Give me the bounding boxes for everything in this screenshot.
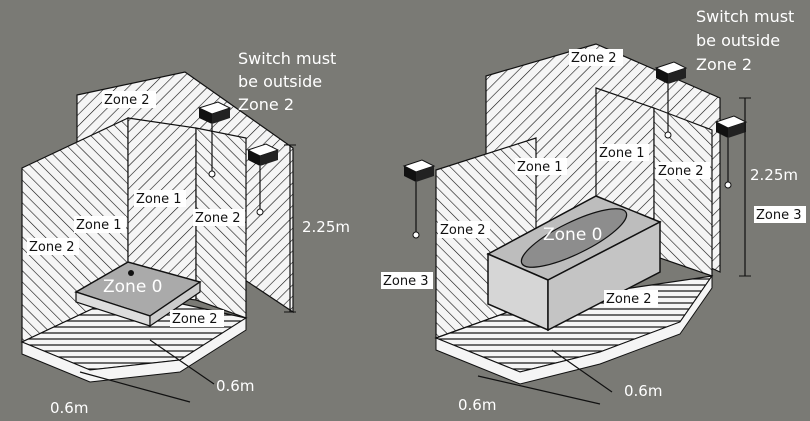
bath-width-left-label: 0.6m — [458, 396, 496, 414]
svg-text:Zone 1: Zone 1 — [517, 160, 563, 175]
svg-text:Zone 2: Zone 2 — [195, 211, 241, 226]
shower-height-label: 2.25m — [302, 218, 350, 236]
bath-switch-note-line2: be outside — [696, 31, 780, 50]
bath-zone-label-right: Zone 2 — [656, 162, 710, 179]
svg-text:Zone 2: Zone 2 — [440, 223, 486, 238]
bath-width-dimension-right — [551, 349, 613, 393]
shower-zone-label-floor: Zone 2 — [170, 310, 224, 327]
bath-height-label: 2.25m — [750, 166, 798, 184]
shower-switch-note-line1: Switch must — [238, 49, 336, 68]
bath-width-dimension-left — [477, 375, 601, 405]
shower-zone-label-top: Zone 2 — [102, 91, 156, 108]
bath-zone0-label: Zone 0 — [543, 225, 603, 245]
bath-zone-label-outer-left: Zone 3 — [381, 272, 433, 289]
bath-zone-label-zone1-left: Zone 1 — [515, 158, 567, 175]
shower-zone0-label: Zone 0 — [103, 277, 163, 297]
bath-diagram: Zone 2 Zone 2 Zone 1 Zone 1 Zone 2 Zone … — [381, 7, 806, 414]
shower-tray-side — [149, 280, 201, 328]
bath-floor-edge — [435, 274, 713, 385]
bath-zone-label-left: Zone 2 — [438, 221, 490, 238]
bath-zone-label-outer-right: Zone 3 — [754, 206, 806, 223]
pull-cord-switch-icon — [246, 143, 280, 216]
svg-text:Zone 2: Zone 2 — [29, 240, 75, 255]
bath-switch-box-left-icon — [402, 159, 436, 239]
bathtub-side — [547, 220, 661, 332]
svg-text:Zone 2: Zone 2 — [658, 164, 704, 179]
svg-text:Zone 2: Zone 2 — [571, 51, 617, 66]
bath-right-wall — [653, 107, 713, 277]
svg-text:Zone 3: Zone 3 — [383, 274, 429, 289]
shower-switch-note-line3: Zone 2 — [238, 95, 294, 114]
svg-text:Zone 2: Zone 2 — [606, 292, 652, 307]
drain-icon — [128, 270, 134, 276]
shower-zone-label-zone1-right: Zone 1 — [134, 190, 186, 207]
bath-zone-label-top: Zone 2 — [569, 49, 623, 66]
bath-width-right-label: 0.6m — [624, 382, 662, 400]
svg-text:Zone 1: Zone 1 — [136, 192, 182, 207]
svg-text:Zone 2: Zone 2 — [104, 93, 150, 108]
switch-box-icon — [197, 101, 232, 178]
shower-zone-label-left: Zone 2 — [27, 238, 79, 255]
shower-switch-note-line2: be outside — [238, 72, 322, 91]
shower-width-left-label: 0.6m — [50, 399, 88, 416]
bath-switch-box-top-icon — [654, 61, 688, 139]
bath-zone-label-zone1-right: Zone 1 — [597, 144, 649, 161]
shower-diagram: Zone 2 Zone 2 Zone 1 Zone 1 Zone 2 Zone … — [20, 49, 350, 417]
shower-zone-label-zone1-left: Zone 1 — [74, 216, 126, 233]
svg-text:Zone 1: Zone 1 — [599, 146, 645, 161]
shower-width-right-label: 0.6m — [216, 377, 254, 395]
svg-text:Zone 3: Zone 3 — [756, 208, 802, 223]
bath-switch-note-line1: Switch must — [696, 7, 794, 26]
shower-floor-edge — [21, 317, 247, 383]
svg-text:Zone 1: Zone 1 — [76, 218, 122, 233]
bathtub-basin — [520, 208, 628, 268]
width-dimension-left — [79, 371, 191, 403]
bath-switch-note-line3: Zone 2 — [696, 55, 752, 74]
bath-zone-label-floor: Zone 2 — [604, 290, 658, 307]
width-dimension-right — [149, 339, 215, 385]
svg-text:Zone 2: Zone 2 — [172, 312, 218, 327]
bath-pull-cord-switch-icon — [714, 115, 748, 189]
shower-zone-label-right: Zone 2 — [193, 209, 245, 226]
